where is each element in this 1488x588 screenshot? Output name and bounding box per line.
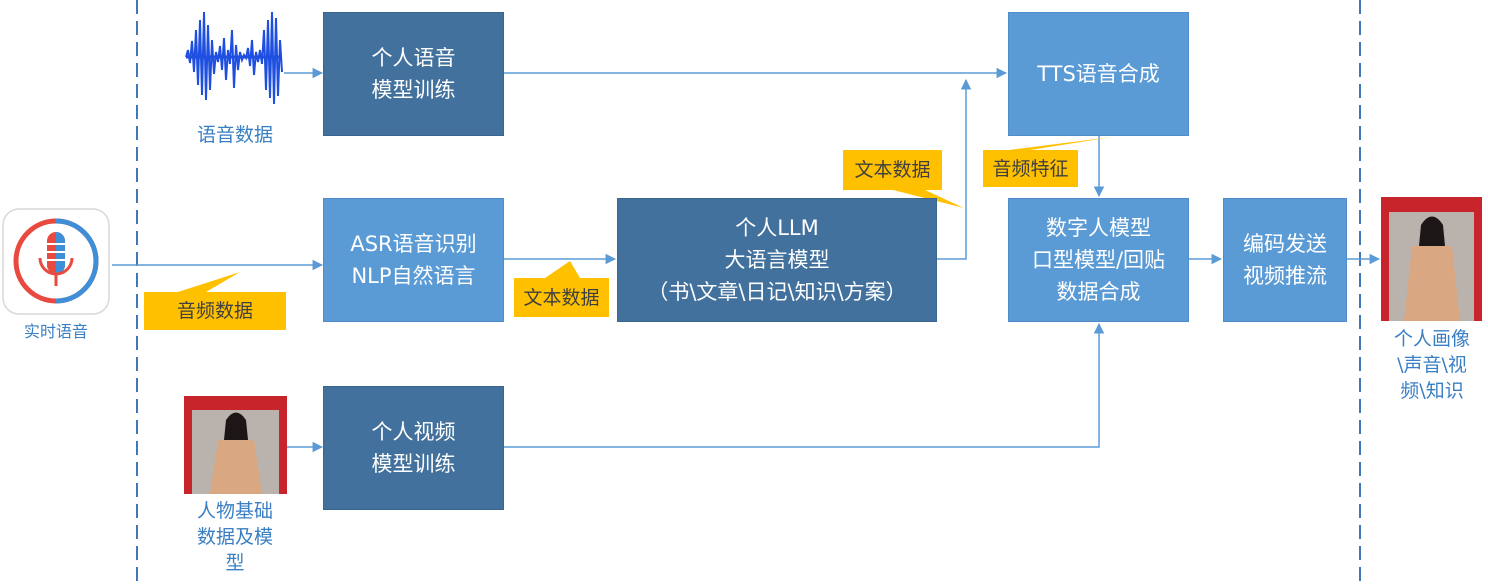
- personal-llm-box: 个人LLM 大语言模型 （书\文章\日记\知识\方案）: [617, 198, 937, 322]
- tts-box: TTS语音合成: [1008, 12, 1189, 136]
- digital-human-box: 数字人模型 口型模型/回贴 数据合成: [1008, 198, 1189, 322]
- callout-audio-feature-shape: [983, 137, 1112, 187]
- person-base-caption: 人物基础 数据及模 型: [196, 500, 273, 574]
- voice-model-training-box: 个人语音 模型训练: [323, 12, 504, 136]
- arrow-llm-to-tts: [937, 78, 972, 260]
- video-model-training-box: 个人视频 模型训练: [323, 386, 504, 510]
- callout-text-data-1-shape: [514, 261, 609, 317]
- realtime-voice-caption: 实时语音: [23, 322, 88, 341]
- voice-data-caption: 语音数据: [196, 124, 273, 146]
- callout-text-data-2: 文本数据: [854, 159, 931, 181]
- callout-audio-data: 音频数据: [176, 300, 253, 322]
- encode-stream-box: 编码发送 视频推流: [1223, 198, 1347, 322]
- callout-audio-data-shape: [144, 272, 286, 330]
- callout-audio-feature: 音频特征: [992, 158, 1069, 180]
- callout-text-data-1: 文本数据: [523, 287, 600, 309]
- arrow-video-model-to-digital-human: [504, 322, 1105, 448]
- person-photo-2-figure: [1381, 197, 1482, 321]
- output-caption: 个人画像 \声音\视 频\知识: [1393, 328, 1470, 402]
- person-photo-1-figure: [184, 396, 287, 494]
- asr-nlp-box: ASR语音识别 NLP自然语言: [323, 198, 504, 322]
- microphone-app-icon: [2, 208, 110, 315]
- waveform-icon: [185, 11, 283, 105]
- callout-text-data-2-shape: [843, 150, 964, 208]
